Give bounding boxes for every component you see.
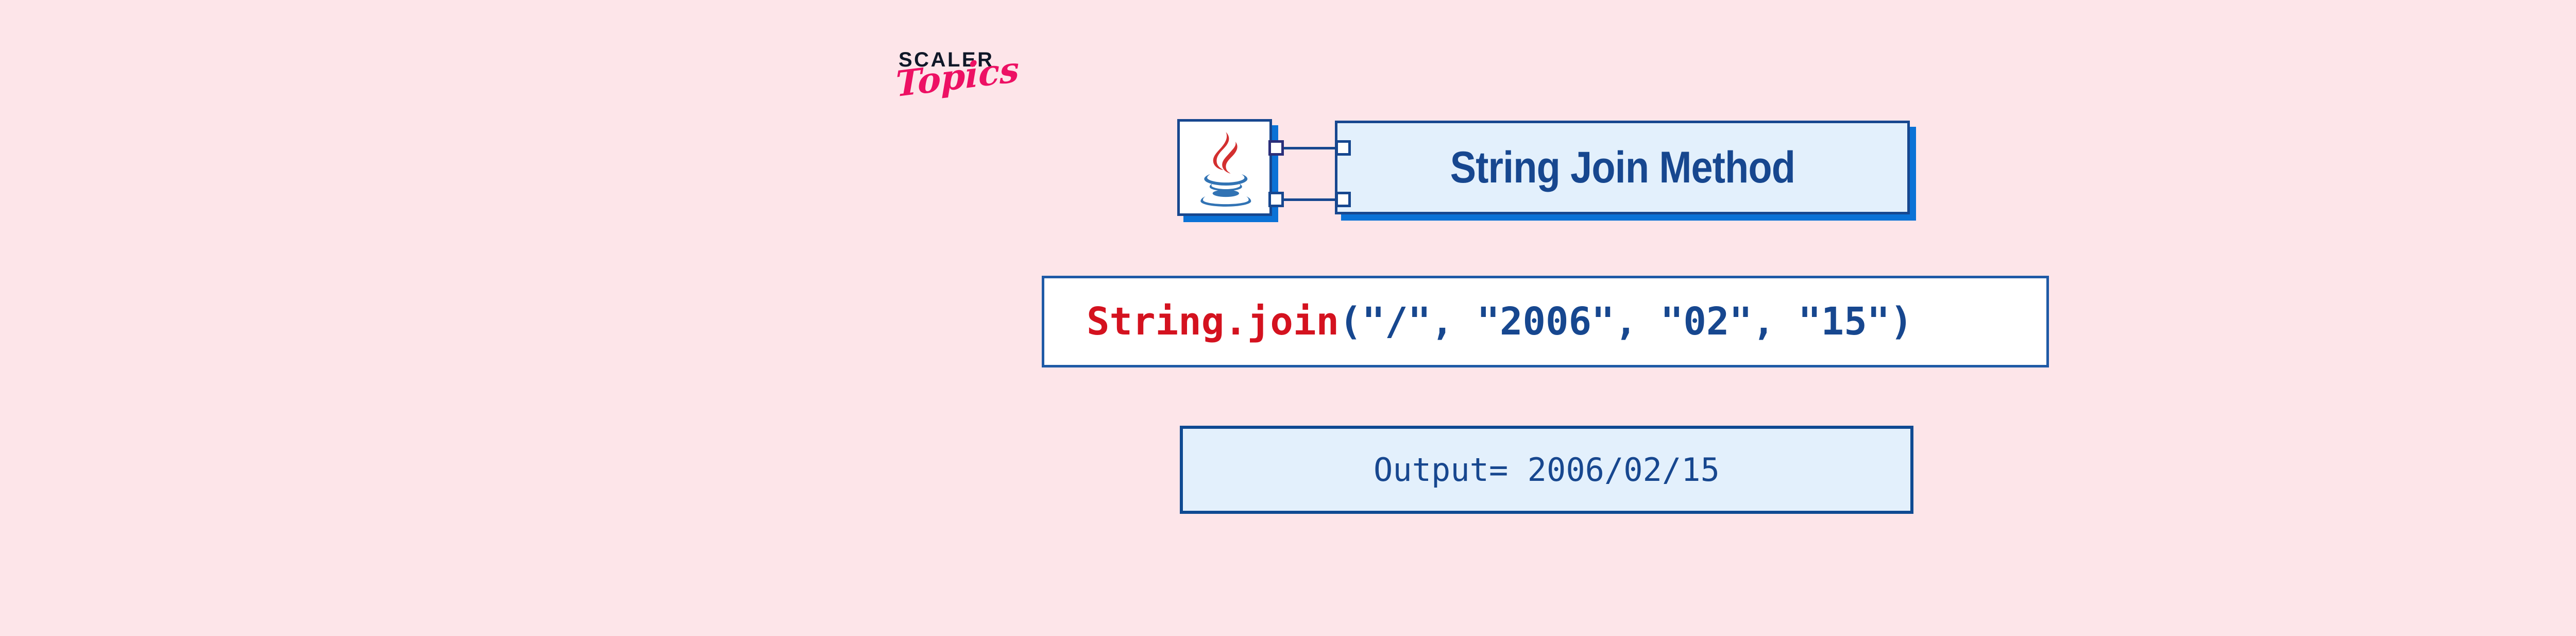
scaler-topics-logo: SCALER Topics: [895, 49, 1029, 142]
connector-line-top: [1280, 147, 1343, 149]
java-logo-icon: [1200, 132, 1251, 207]
connector-node-java-top: [1268, 140, 1284, 156]
title-box: String Join Method: [1335, 121, 1916, 221]
code-method-name: String.join: [1087, 299, 1340, 344]
java-icon-box-inner: [1177, 119, 1272, 216]
output-box: Output= 2006/02/15: [1180, 426, 1913, 514]
connector-node-title-top: [1335, 140, 1351, 156]
connector-node-java-bottom: [1268, 192, 1284, 207]
output-text: Output= 2006/02/15: [1374, 450, 1720, 489]
title-box-inner: String Join Method: [1335, 121, 1910, 214]
logo-scaler-text: SCALER: [899, 48, 994, 71]
diagram-title: String Join Method: [1450, 142, 1795, 192]
connector-node-title-bottom: [1335, 192, 1351, 207]
connector-line-bottom: [1280, 198, 1343, 201]
code-arguments: ("/", "2006", "02", "15"): [1339, 299, 1913, 344]
code-snippet-box: String.join("/", "2006", "02", "15"): [1042, 276, 2049, 367]
java-icon-box: [1177, 119, 1278, 222]
